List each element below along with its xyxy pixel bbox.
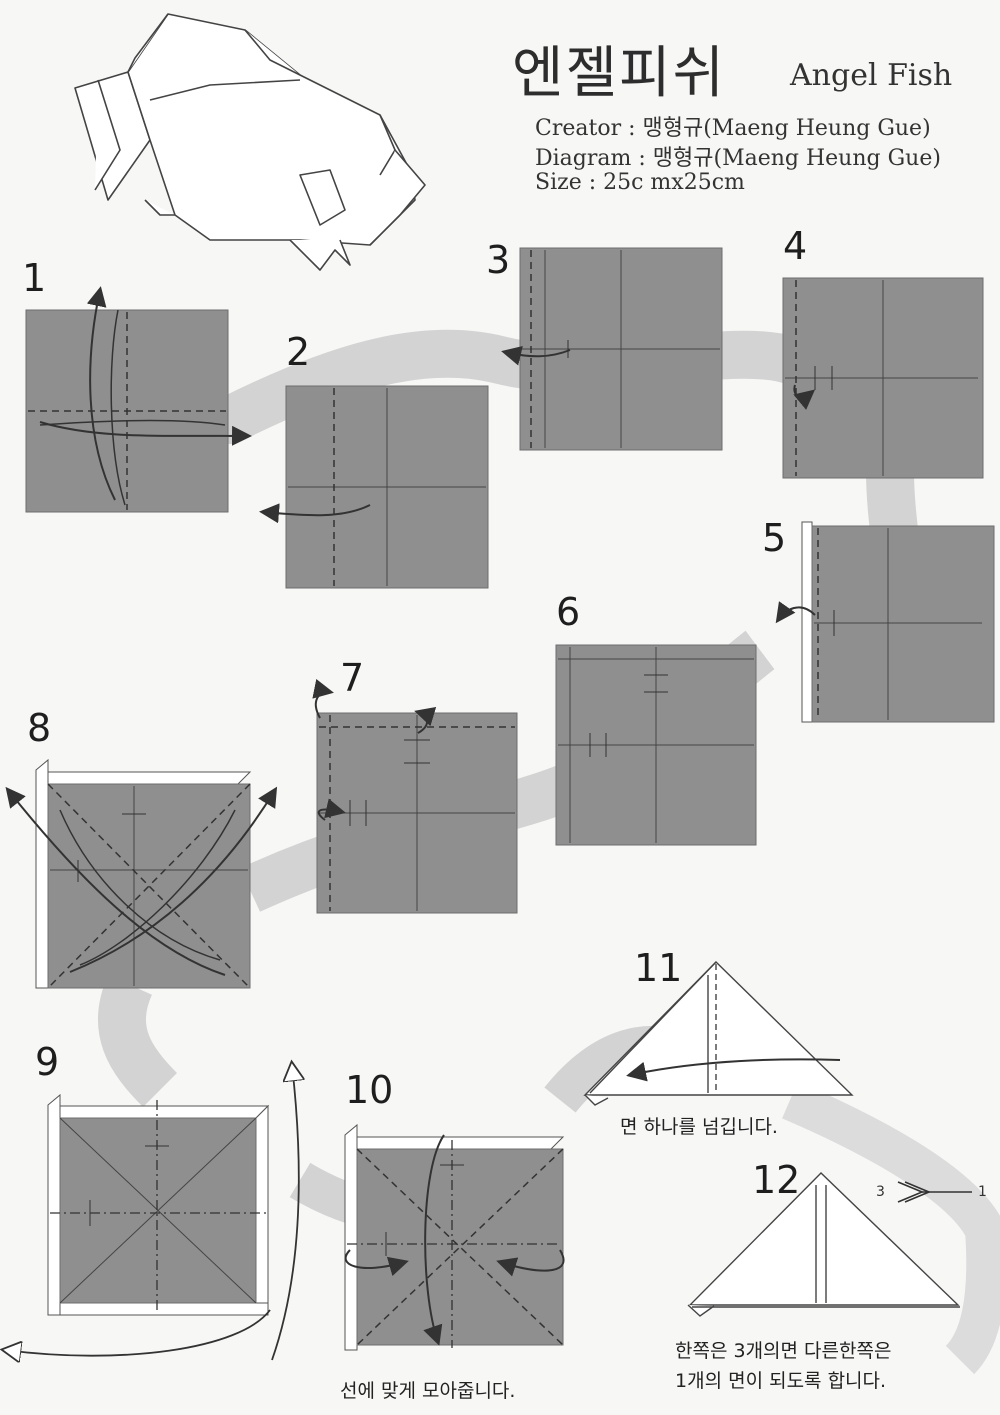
- step-number-2: 2: [286, 330, 311, 374]
- ratio-right-count: 1: [978, 1184, 987, 1200]
- step-1-paper: [25, 286, 252, 513]
- ratio-left-count: 3: [876, 1184, 885, 1200]
- step-number-3: 3: [486, 238, 511, 282]
- step-number-7: 7: [340, 656, 365, 700]
- step-8-paper: [5, 758, 278, 989]
- step-11-note: 면 하나를 넘깁니다.: [620, 1116, 778, 1138]
- angel-fish-illustration: [74, 13, 426, 271]
- size-info: Size : 25c mx25cm: [535, 170, 745, 195]
- step-number-1: 1: [22, 256, 47, 300]
- step-7-paper: [312, 679, 518, 914]
- step-12-note-line-2: 1개의 면이 되도록 합니다.: [675, 1370, 887, 1392]
- step-12-paper: [687, 1172, 960, 1317]
- step-number-6: 6: [556, 590, 581, 634]
- creator-credit: Creator : 맹형규(Maeng Heung Gue): [535, 116, 931, 141]
- step-number-4: 4: [783, 224, 808, 268]
- step-4-paper: [782, 277, 984, 479]
- step-10-paper: [344, 1123, 565, 1351]
- step-9-paper: [5, 1065, 299, 1360]
- title-korean: 엔젤피쉬: [512, 41, 727, 106]
- title-english: Angel Fish: [790, 58, 953, 93]
- step-number-10: 10: [345, 1068, 394, 1112]
- step-3-paper: [501, 247, 723, 451]
- step-number-12: 12: [752, 1158, 801, 1202]
- step-11-paper: [583, 961, 854, 1106]
- step-6-paper: [555, 644, 757, 846]
- step-number-5: 5: [762, 516, 787, 560]
- ratio-marker-symbol: [897, 1181, 972, 1203]
- ratio-marker: 3 1: [876, 1180, 996, 1204]
- step-5-paper: [775, 521, 995, 723]
- step-number-11: 11: [634, 946, 683, 990]
- step-12-note-line-1: 한쪽은 3개의면 다른한쪽은: [675, 1340, 892, 1362]
- step-10-note: 선에 맞게 모아줍니다.: [340, 1380, 516, 1402]
- diagram-credit: Diagram : 맹형규(Maeng Heung Gue): [535, 146, 941, 171]
- step-2-paper: [259, 385, 489, 589]
- step-number-8: 8: [27, 706, 52, 750]
- step-number-9: 9: [35, 1040, 60, 1084]
